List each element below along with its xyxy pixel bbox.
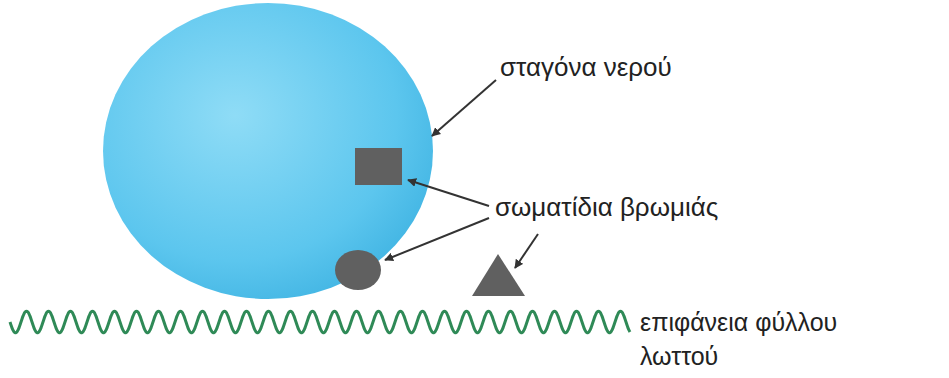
- dirt-circle: [335, 250, 381, 290]
- leader-line: [515, 234, 538, 268]
- dirt-square: [355, 148, 402, 185]
- surface-label: επιφάνεια φύλλου λωττού: [640, 306, 880, 374]
- leader-line: [385, 218, 489, 260]
- dirt-triangle: [472, 254, 525, 296]
- water-droplet: [103, 3, 433, 299]
- leader-line: [408, 180, 489, 206]
- leader-line: [432, 80, 496, 136]
- droplet-label: σταγόνα νερού: [500, 50, 760, 85]
- particles-label: σωματίδια βρωμιάς: [495, 190, 795, 225]
- leaf-surface: [10, 311, 630, 333]
